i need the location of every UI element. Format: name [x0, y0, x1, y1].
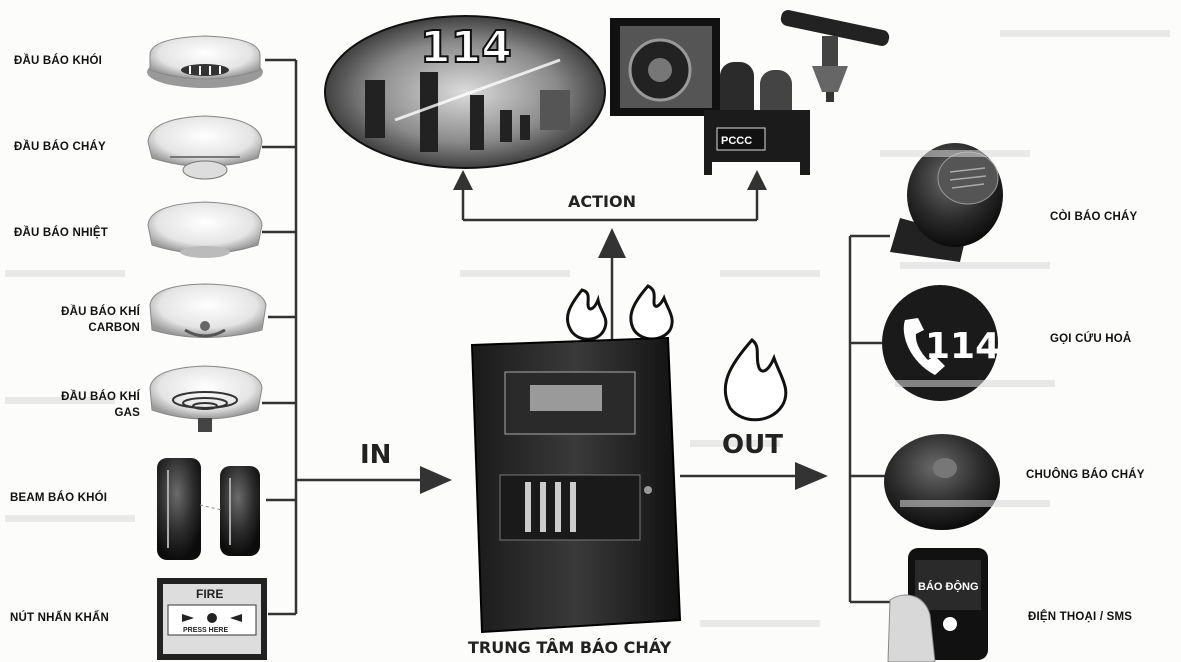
heat-detector-icon — [148, 202, 262, 258]
action-arrow-left-head — [453, 170, 473, 190]
out-arrow-head — [795, 462, 828, 490]
fire-alarm-control-panel-icon — [472, 338, 680, 632]
gas-detector-label-line1: ĐẦU BÁO KHÍ — [14, 390, 140, 404]
heat-detector-label: ĐẦU BÁO NHIỆT — [14, 226, 108, 240]
siren-icon — [890, 143, 1003, 262]
firefighters-number: 114 — [420, 22, 512, 73]
flame-detector-icon — [148, 116, 262, 179]
carbon-detector-label-line1: ĐẦU BÁO KHÍ — [14, 305, 140, 319]
beam-detector-icon — [157, 458, 260, 560]
carbon-detector-icon — [150, 284, 266, 338]
pccc-cabinet-label: PCCC — [721, 135, 752, 147]
control-panel-caption: TRUNG TÂM BÁO CHÁY — [468, 638, 671, 657]
call-point-top-text: FIRE — [196, 587, 223, 601]
action-arrow-right-head — [747, 170, 767, 190]
output-bus-lines — [680, 236, 895, 602]
phone-screen-text: BÁO ĐỘNG — [918, 580, 979, 593]
action-label: ACTION — [568, 192, 636, 211]
phone-sms-icon — [888, 548, 988, 662]
action-arrow-head — [598, 228, 626, 258]
sprinkler-icon — [780, 9, 891, 102]
fire-bell-icon — [884, 434, 1000, 530]
fire-cabinet-icon — [610, 18, 720, 116]
out-label: OUT — [722, 430, 783, 460]
call-point-label: NÚT NHẤN KHẨN — [10, 611, 109, 625]
siren-label: CÒI BÁO CHÁY — [1050, 210, 1137, 224]
bell-label: CHUÔNG BÁO CHÁY — [1026, 468, 1145, 482]
call-fire-dept-label: GỌI CỨU HOẢ — [1050, 332, 1131, 346]
smoke-detector-icon — [147, 36, 263, 88]
call-point-button-text: PRESS HERE — [183, 627, 228, 634]
call-number: 114 — [925, 326, 1000, 367]
smoke-detector-label: ĐẦU BÁO KHÓI — [14, 54, 102, 68]
flame-detector-label: ĐẦU BÁO CHÁY — [14, 140, 106, 154]
gas-detector-label-line2: GAS — [14, 406, 140, 420]
in-arrow-head — [420, 466, 452, 494]
beam-detector-label: BEAM BÁO KHÓI — [10, 491, 107, 505]
phone-sms-label: ĐIỆN THOẠI / SMS — [1028, 610, 1132, 624]
carbon-detector-label-line2: CARBON — [14, 321, 140, 335]
gas-detector-icon — [150, 366, 262, 432]
in-label: IN — [360, 440, 391, 470]
